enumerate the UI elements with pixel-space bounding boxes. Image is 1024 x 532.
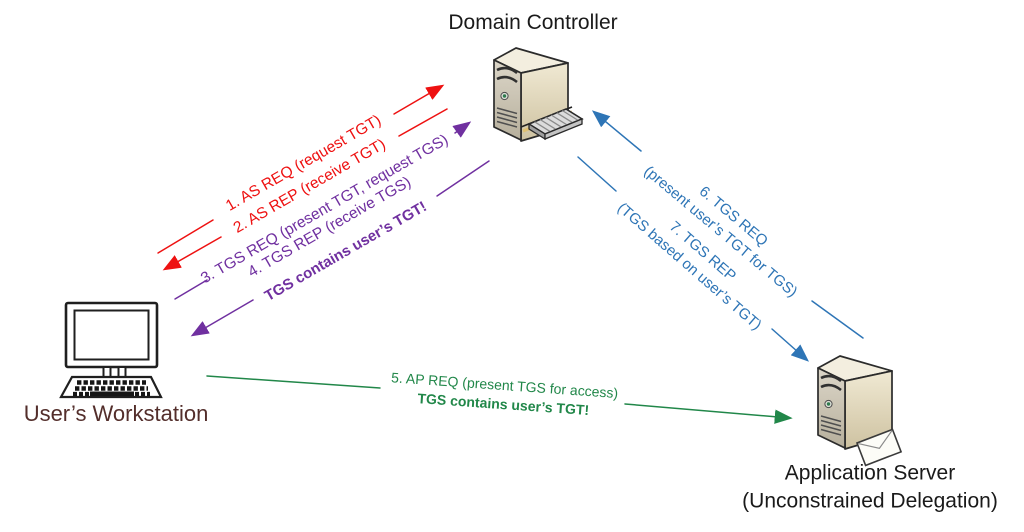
as-req-arrow <box>157 84 445 254</box>
envelope-icon <box>855 428 903 467</box>
keyboard-keys <box>73 380 150 397</box>
domain-controller-icon <box>492 46 584 143</box>
application-server-label-line2: (Unconstrained Delegation) <box>742 490 998 513</box>
tgs-req-delegation-arrow <box>591 110 864 339</box>
application-server-icon <box>816 354 903 467</box>
as-rep-arrow <box>162 108 448 271</box>
application-server-label: Application Server (Unconstrained Delega… <box>742 460 998 517</box>
ap-req-arrow <box>206 375 793 424</box>
keyboard-icon <box>520 106 584 141</box>
tgs-req-arrow <box>174 121 472 300</box>
application-server-label-line1: Application Server <box>784 461 956 485</box>
tgs-rep-delegation-arrow <box>577 156 810 362</box>
domain-controller-label: Domain Controller <box>448 10 618 34</box>
workstation-icon <box>59 301 163 399</box>
workstation-label: User’s Workstation <box>23 401 209 427</box>
tgs-rep-arrow <box>190 160 490 337</box>
